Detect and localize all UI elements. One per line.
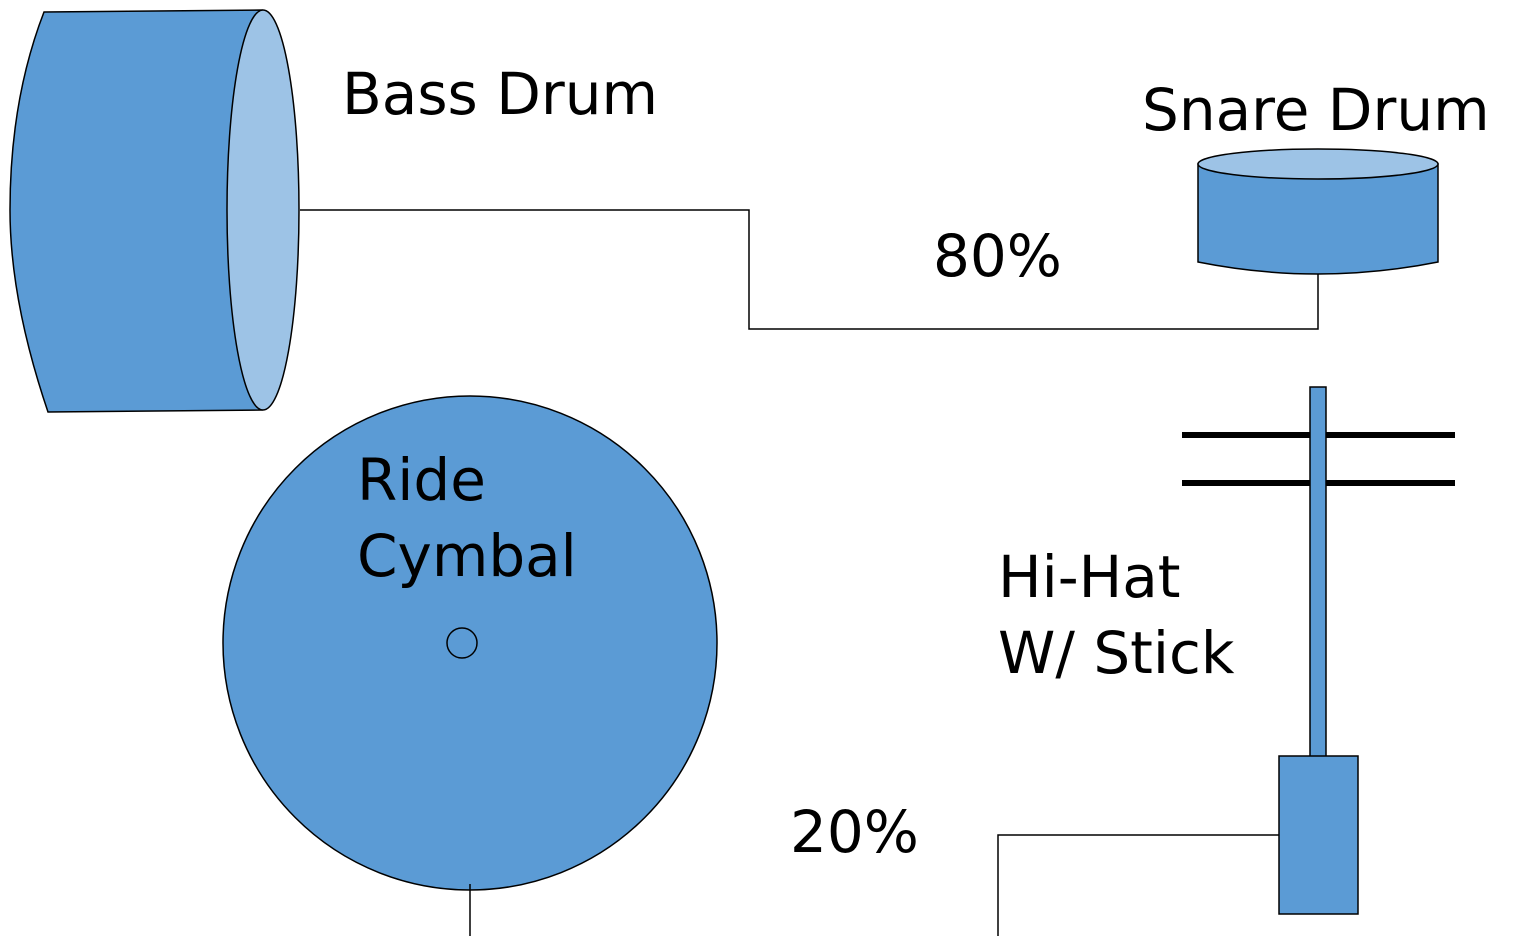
snare-drum-shape — [1197, 148, 1439, 275]
hihat-pedal-base — [1278, 755, 1359, 915]
ride-cymbal-label-line2: Cymbal — [357, 522, 577, 590]
percent-bottom-label: 20% — [790, 798, 919, 866]
percent-top-label: 80% — [933, 222, 1062, 290]
ride-cymbal-label-line1: Ride — [357, 446, 486, 514]
snare-drum-label: Snare Drum — [1142, 76, 1490, 144]
bass-drum-shape — [9, 9, 300, 413]
snare-drum-body — [1197, 163, 1439, 275]
connector-hihat-to-bottom — [997, 834, 1279, 936]
bass-drum-label: Bass Drum — [342, 60, 658, 128]
hihat-label-line2: W/ Stick — [998, 619, 1235, 687]
bass-drum-head — [226, 9, 300, 411]
connector-bass-to-snare — [300, 209, 1319, 330]
ride-cymbal-shape — [222, 395, 718, 936]
snare-drum-head — [1197, 148, 1439, 180]
hihat-label-line1: Hi-Hat — [998, 543, 1181, 611]
bass-drum-body — [9, 9, 263, 413]
ride-cymbal-bell — [446, 627, 478, 659]
hihat-stick — [1309, 386, 1327, 758]
hihat-shape — [1182, 386, 1455, 915]
